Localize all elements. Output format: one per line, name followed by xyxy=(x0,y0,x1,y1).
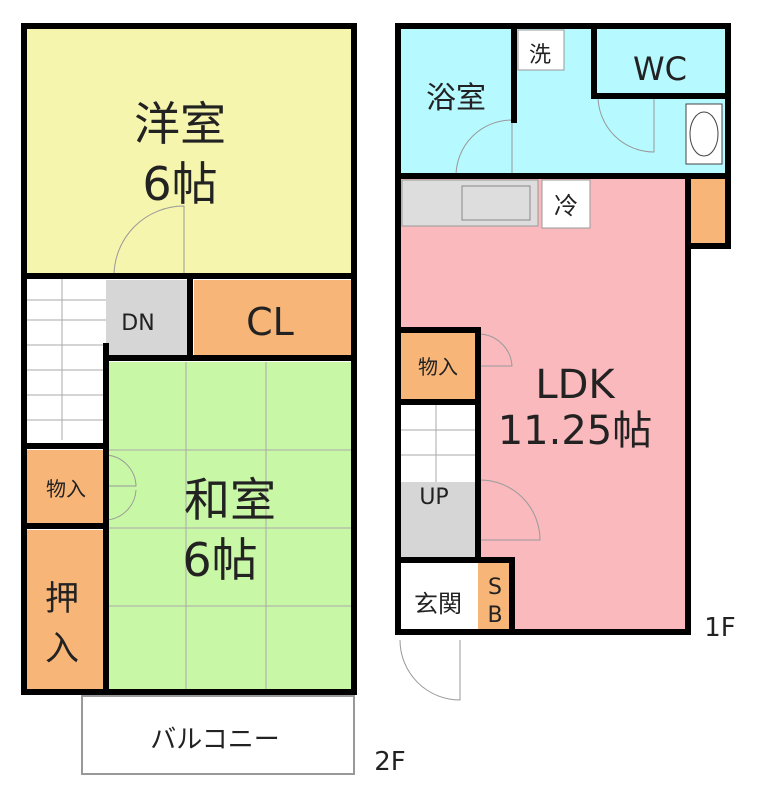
toilet-bowl xyxy=(689,111,719,157)
floor-2-label: 2F xyxy=(374,747,406,777)
entrance-door xyxy=(399,639,461,701)
wash-door xyxy=(597,95,655,153)
shoebox-label-b: B xyxy=(487,603,502,628)
up-landing xyxy=(398,482,478,558)
storage-1f-door xyxy=(477,333,513,367)
washitsu-room xyxy=(106,362,354,692)
storage-2f xyxy=(24,450,106,526)
entrance xyxy=(398,560,478,632)
oshiire-label-1: 押 xyxy=(45,579,79,619)
storage-2f-label: 物入 xyxy=(46,477,86,501)
ldk-door xyxy=(479,479,541,541)
wc-room xyxy=(594,26,728,96)
closet xyxy=(194,280,354,358)
bath-label: 浴室 xyxy=(426,81,486,116)
wash-box xyxy=(517,29,565,71)
fridge-box xyxy=(541,179,591,229)
closet-label: CL xyxy=(246,300,294,344)
yoshitsu-size: 6帖 xyxy=(142,157,217,211)
walls-2f xyxy=(21,23,357,695)
bath-door xyxy=(455,119,513,177)
stairs-up-label: UP xyxy=(419,485,448,510)
bathroom xyxy=(398,26,514,176)
stair-treads-2f xyxy=(24,276,106,440)
storage-2f-door-2 xyxy=(105,489,137,521)
oshiire xyxy=(24,530,106,692)
floor-1-label: 1F xyxy=(704,613,736,643)
balcony xyxy=(81,695,355,775)
ldk-name: LDK xyxy=(535,362,616,408)
fridge-label: 冷 xyxy=(554,192,578,220)
floor-1: 浴室 洗 WC 冷 物入 LDK 11.25帖 UP 玄関 S B 1F xyxy=(395,23,736,701)
storage-2f-door xyxy=(105,454,137,487)
shoe-box xyxy=(478,560,512,632)
walls-1f xyxy=(395,23,731,635)
storage-1f xyxy=(398,330,478,402)
yoshitsu-room xyxy=(24,26,354,276)
stairs-2f-area xyxy=(24,276,106,446)
stairs-down-label: DN xyxy=(121,311,154,336)
ldk-corner xyxy=(688,176,728,246)
balcony-label: バルコニー xyxy=(150,725,279,755)
washroom-label: 洗 xyxy=(529,43,551,68)
tatami-lines xyxy=(106,362,354,692)
washitsu-size: 6帖 xyxy=(182,533,257,587)
stair-treads-1f xyxy=(398,402,478,482)
floor-2: 洋室 6帖 DN CL 和室 6帖 物入 押 入 バルコニー 2F xyxy=(21,23,406,777)
oshiire-label-2: 入 xyxy=(45,629,79,669)
dn-landing xyxy=(106,280,190,358)
shoebox-label-s: S xyxy=(488,575,502,600)
ldk-size: 11.25帖 xyxy=(498,408,653,454)
wc-label: WC xyxy=(633,50,687,88)
storage-1f-label: 物入 xyxy=(418,355,458,379)
washitsu-name: 和室 xyxy=(184,473,276,527)
yoshitsu-name: 洋室 xyxy=(134,97,226,151)
entrance-label: 玄関 xyxy=(414,590,462,618)
yoshitsu-door xyxy=(113,205,185,277)
stairs-1f-area xyxy=(398,402,478,482)
kitchen-sink xyxy=(461,185,531,221)
